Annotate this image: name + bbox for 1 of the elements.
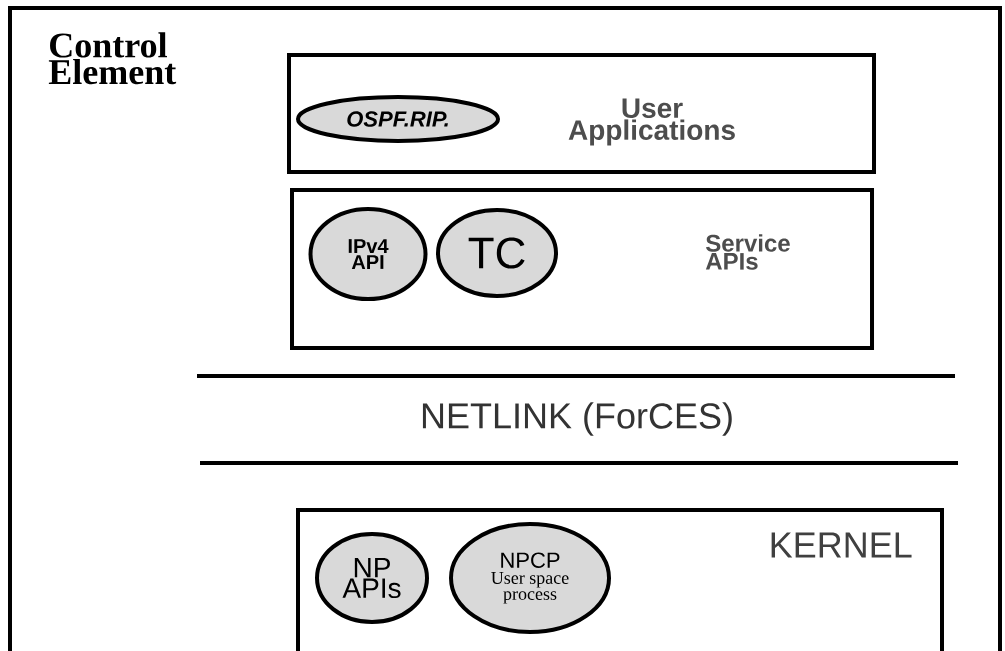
netlink-band: NETLINK (ForCES) — [197, 374, 958, 465]
